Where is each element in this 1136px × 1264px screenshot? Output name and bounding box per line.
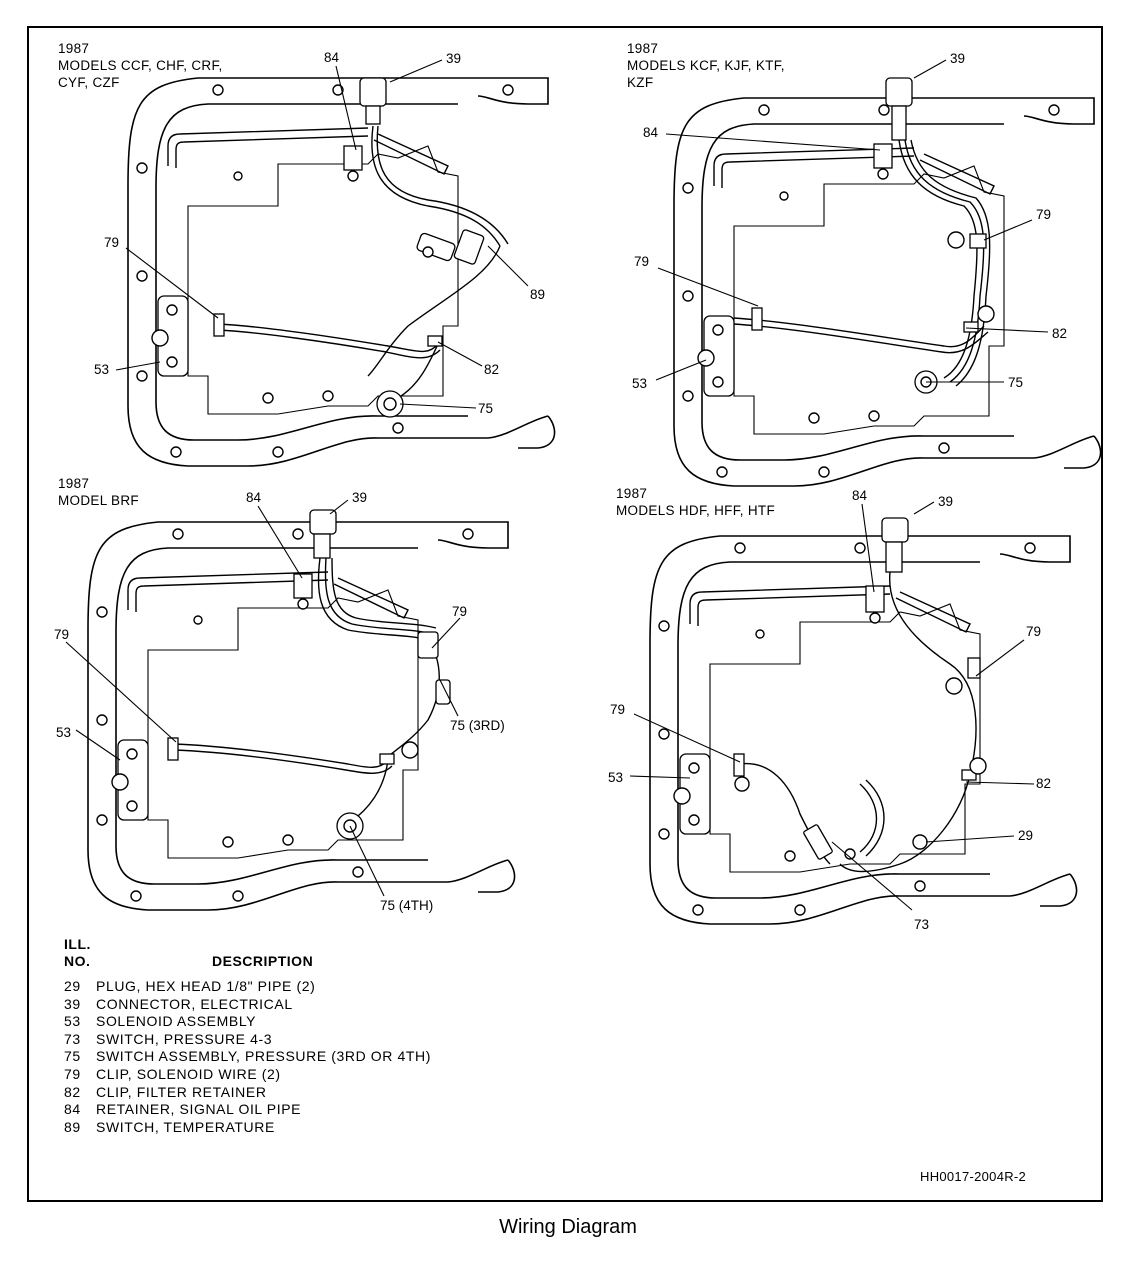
svg-text:89: 89 (530, 287, 545, 302)
svg-text:1987: 1987 (616, 486, 647, 501)
svg-text:39: 39 (446, 51, 461, 66)
svg-text:82: 82 (1052, 326, 1067, 341)
svg-text:79: 79 (1036, 207, 1051, 222)
panel-4 (649, 517, 1078, 925)
svg-text:MODELS HDF, HFF, HTF: MODELS HDF, HFF, HTF (616, 503, 775, 518)
panel-3-callouts: 84 39 79 79 53 75 (3RD) 75 (4TH) (54, 490, 505, 913)
reference-code: HH0017-2004R-2 (920, 1169, 1027, 1184)
svg-text:CYF, CZF: CYF, CZF (58, 75, 120, 90)
svg-text:MODELS CCF, CHF, CRF,: MODELS CCF, CHF, CRF, (58, 58, 223, 73)
svg-text:75: 75 (1008, 375, 1023, 390)
svg-text:79: 79 (54, 627, 69, 642)
svg-text:53: 53 (94, 362, 109, 377)
svg-text:53: 53 (632, 376, 647, 391)
figure-caption: Wiring Diagram (499, 1216, 637, 1238)
panel-2-header: 1987 MODELS KCF, KJF, KTF, KZF (627, 41, 785, 90)
svg-text:79: 79 (104, 235, 119, 250)
svg-text:84: 84 (643, 125, 659, 140)
panel-4-callouts: 84 39 79 79 53 82 29 73 (608, 488, 1051, 932)
svg-text:79: 79 (634, 254, 649, 269)
legend-header-desc: DESCRIPTION (212, 953, 314, 969)
svg-text:75: 75 (478, 401, 493, 416)
svg-text:82: 82 (1036, 776, 1051, 791)
svg-text:1987: 1987 (58, 476, 89, 491)
svg-text:79: 79 (452, 604, 467, 619)
panel-1-callouts: 39 84 79 89 53 82 75 (94, 50, 545, 416)
panel-3-header: 1987 MODEL BRF (58, 476, 139, 508)
panel-2 (673, 77, 1102, 487)
panel-2-callouts: 39 84 79 79 82 53 75 (632, 51, 1067, 391)
svg-text:84: 84 (852, 488, 868, 503)
svg-text:KZF: KZF (627, 75, 653, 90)
svg-text:84: 84 (246, 490, 262, 505)
panel-3 (87, 509, 516, 911)
svg-text:75 (4TH): 75 (4TH) (380, 898, 433, 913)
panel-1 (127, 77, 556, 467)
svg-text:MODELS KCF, KJF, KTF,: MODELS KCF, KJF, KTF, (627, 58, 785, 73)
legend-header-no: NO. (64, 953, 91, 969)
svg-text:79: 79 (610, 702, 625, 717)
panel-1-header: 1987 MODELS CCF, CHF, CRF, CYF, CZF (58, 41, 223, 90)
svg-text:39: 39 (352, 490, 367, 505)
svg-text:39: 39 (938, 494, 953, 509)
svg-text:84: 84 (324, 50, 340, 65)
svg-text:73: 73 (914, 917, 929, 932)
svg-text:1987: 1987 (627, 41, 658, 56)
svg-text:75 (3RD): 75 (3RD) (450, 718, 505, 733)
svg-text:29: 29 (1018, 828, 1033, 843)
legend-header-row: NO. DESCRIPTION (64, 953, 431, 970)
panel-4-header: 1987 MODELS HDF, HFF, HTF (616, 486, 775, 518)
svg-text:MODEL BRF: MODEL BRF (58, 493, 139, 508)
svg-text:79: 79 (1026, 624, 1041, 639)
svg-text:53: 53 (56, 725, 71, 740)
legend-header-ill: ILL. (64, 936, 91, 952)
svg-text:82: 82 (484, 362, 499, 377)
diagram-frame (27, 26, 1103, 1202)
svg-text:39: 39 (950, 51, 965, 66)
svg-text:1987: 1987 (58, 41, 89, 56)
svg-text:53: 53 (608, 770, 623, 785)
